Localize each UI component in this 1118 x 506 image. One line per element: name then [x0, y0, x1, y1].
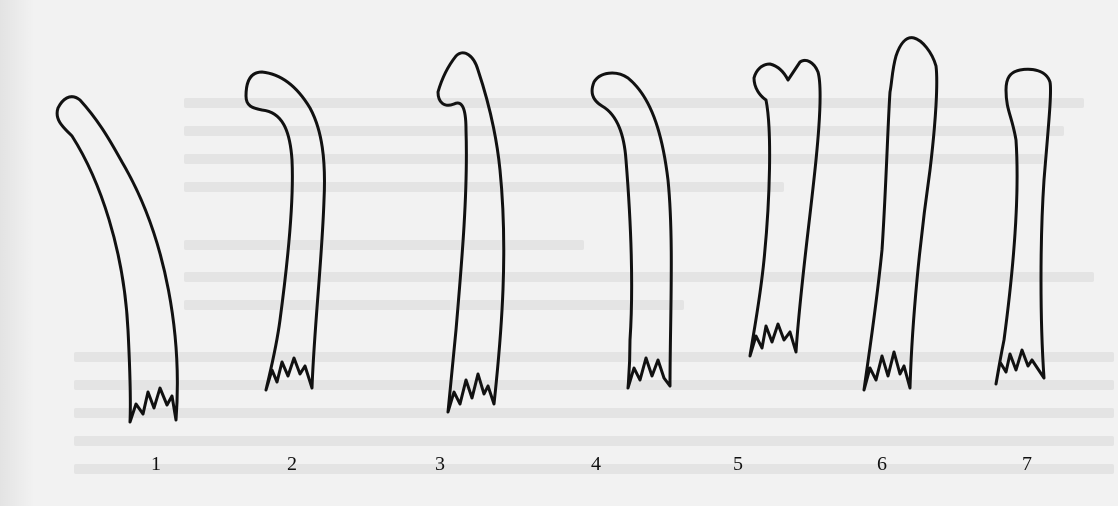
tooth-shape-2: [246, 72, 324, 390]
shape-label-2: 2: [287, 453, 297, 475]
shape-label-6: 6: [877, 453, 887, 475]
tooth-shape-6: [864, 38, 937, 390]
shape-label-5: 5: [733, 453, 743, 475]
tooth-shape-7: [996, 69, 1051, 384]
tooth-shape-4: [592, 73, 671, 388]
shape-label-7: 7: [1022, 453, 1032, 475]
tooth-shape-3: [438, 53, 504, 412]
tooth-shape-1: [57, 97, 177, 422]
shape-label-3: 3: [435, 453, 445, 475]
shape-label-1: 1: [151, 453, 161, 475]
tooth-shape-5: [750, 60, 820, 356]
shape-label-4: 4: [591, 453, 601, 475]
